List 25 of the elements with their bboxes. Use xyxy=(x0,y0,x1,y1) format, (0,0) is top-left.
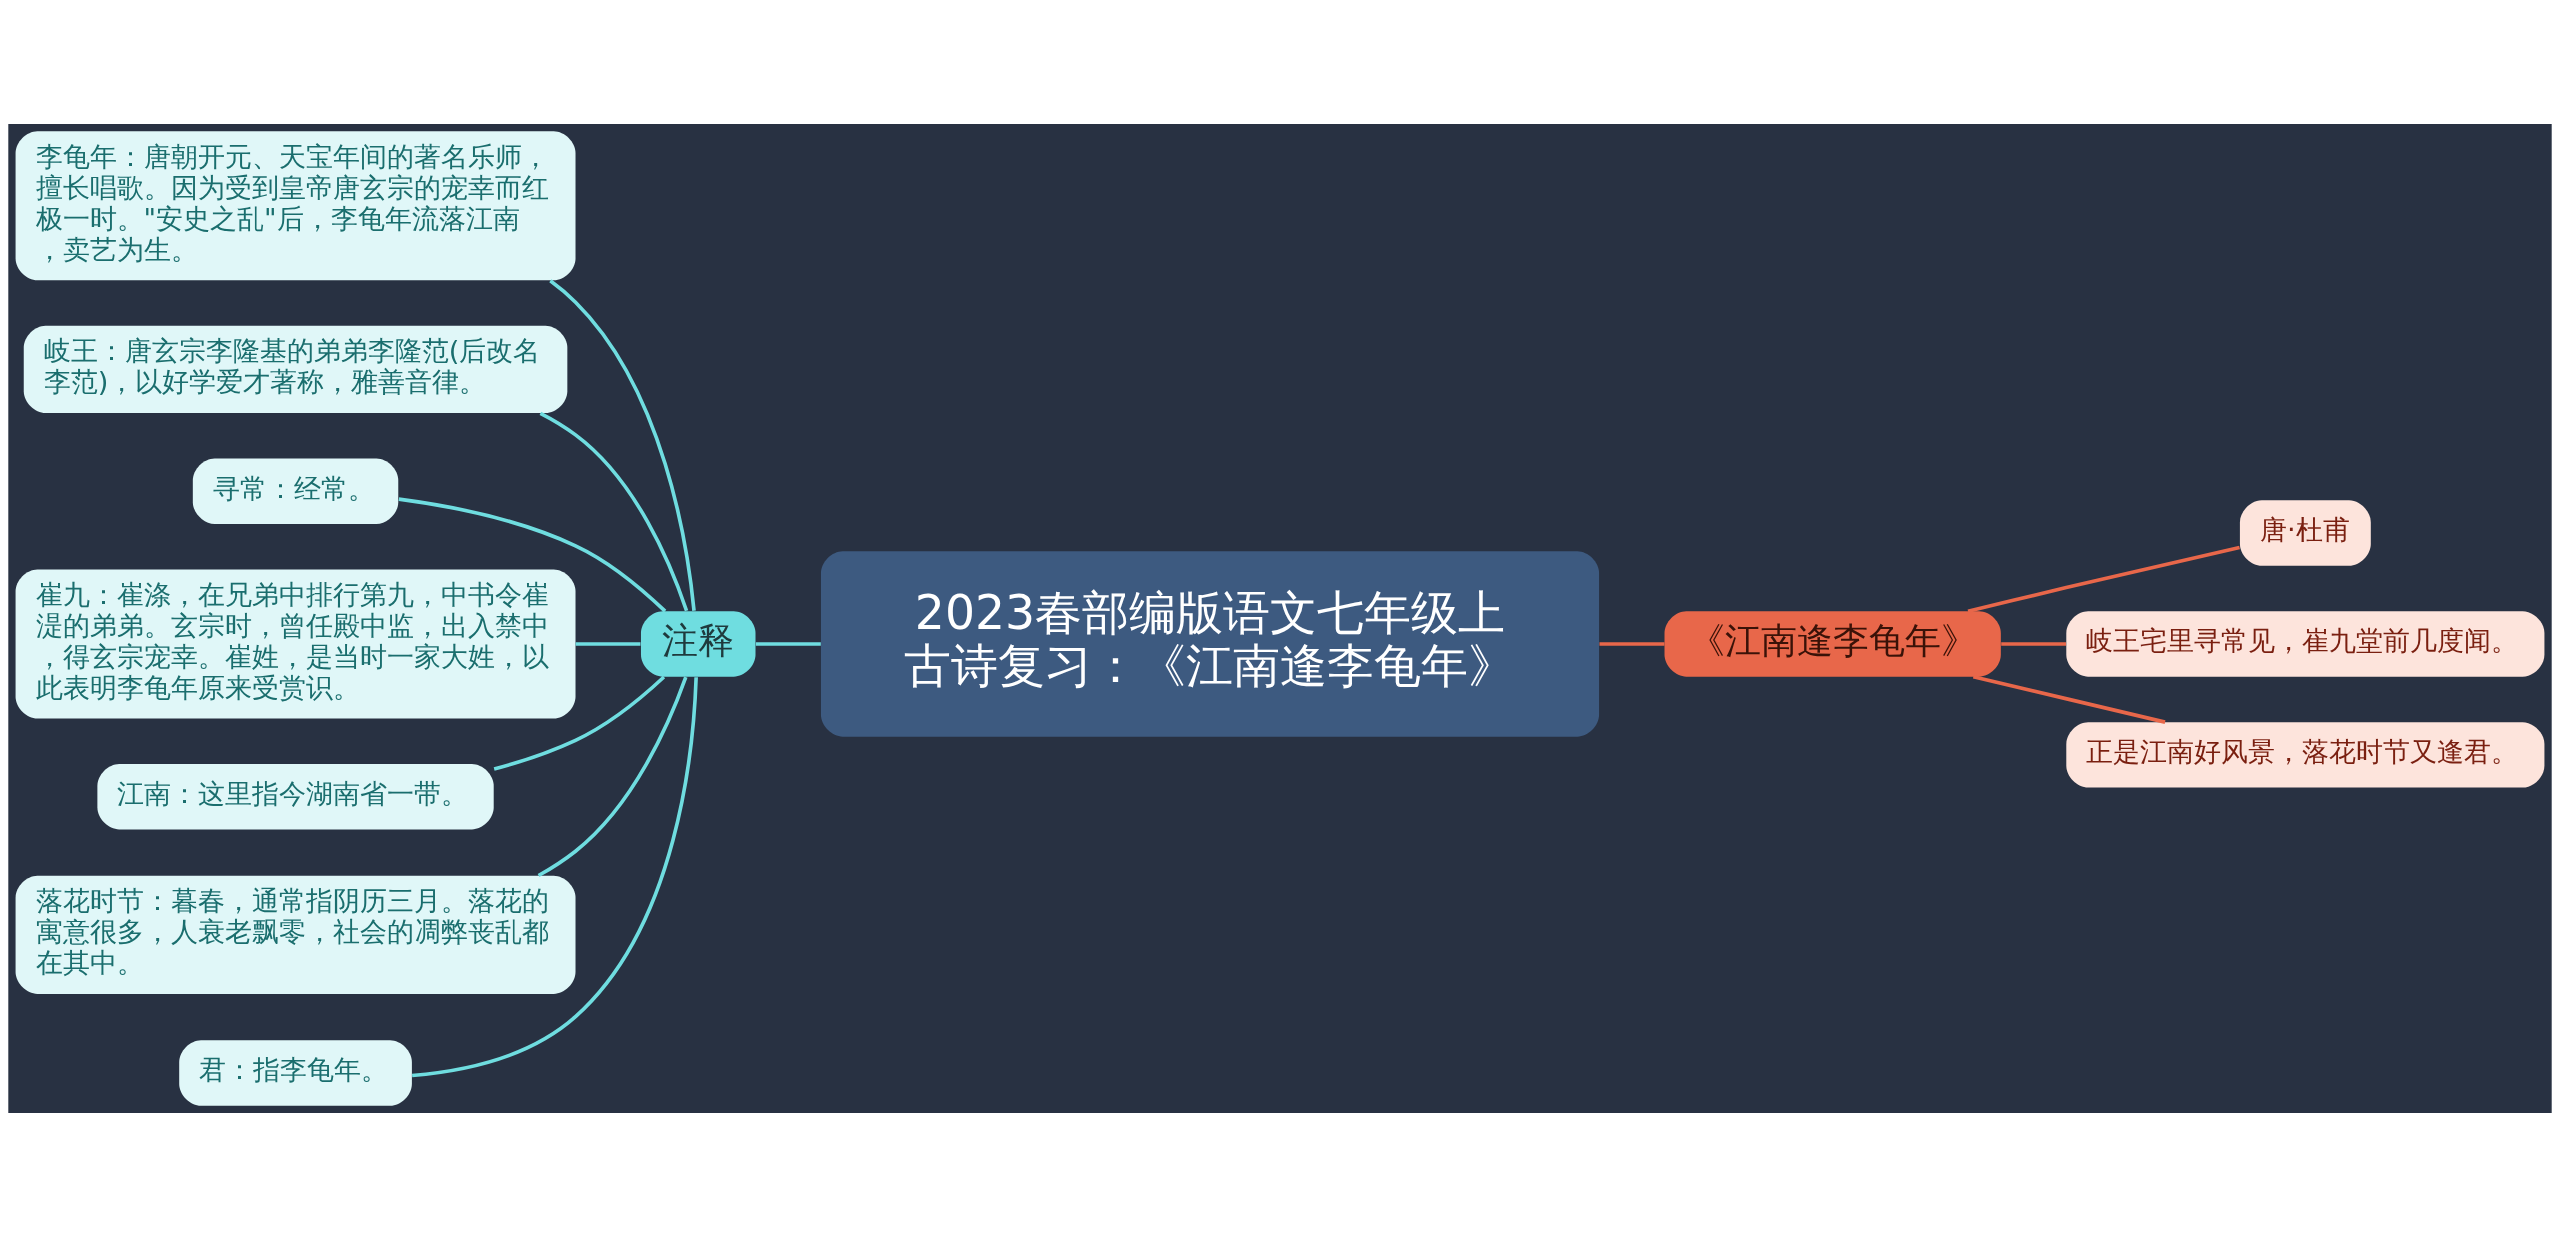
connector xyxy=(398,497,667,613)
connector xyxy=(549,279,696,611)
node-box: 落花时节：暮春，通常指阴历三月。落花的寓意很多，人衰老飘零，社会的凋弊丧乱都在其中。 xyxy=(15,875,576,994)
node-box: 崔九：崔涤，在兄弟中排行第九，中书令崔湜的弟弟。玄宗时，曾任殿中监，出入禁中，得玄宗宠幸。崔姓，是当时一家大姓，以此表明李龟年原来受赏识。 xyxy=(15,569,576,719)
connector xyxy=(755,642,821,646)
node-box: 正是江南好风景，落花时节又逢君。 xyxy=(2066,722,2545,788)
node-box: 岐王：唐玄宗李隆基的弟弟李隆范(后改名李范)，以好学爱才著称，雅善音律。 xyxy=(23,325,568,414)
connector xyxy=(2001,642,2066,646)
connector xyxy=(539,411,689,612)
node-box: 注释 xyxy=(640,611,756,677)
node-box: 李龟年：唐朝开元、天宝年间的著名乐师，擅长唱歌。因为受到皇帝唐玄宗的宠幸而红极一时。"安史之乱"后，李龟年流落江南，卖艺为生。 xyxy=(15,131,576,281)
node-box: 2023春部编版语文七年级上古诗复习：《江南逢李龟年》 xyxy=(820,551,1600,737)
connector xyxy=(1972,675,2166,724)
node-box: 寻常：经常。 xyxy=(192,458,399,524)
node-box: 君：指李龟年。 xyxy=(179,1040,412,1106)
connector xyxy=(1599,642,1665,646)
connector xyxy=(575,642,641,646)
connector xyxy=(493,675,666,771)
node-box: 唐·杜甫 xyxy=(2239,500,2371,566)
connector xyxy=(537,676,688,878)
node-box: 岐王宅里寻常见，崔九堂前几度闻。 xyxy=(2066,611,2545,677)
connector xyxy=(1967,545,2240,613)
node-box: 《江南逢李龟年》 xyxy=(1664,611,2001,677)
connector xyxy=(411,677,698,1078)
node-box: 江南：这里指今湖南省一带。 xyxy=(97,763,494,830)
